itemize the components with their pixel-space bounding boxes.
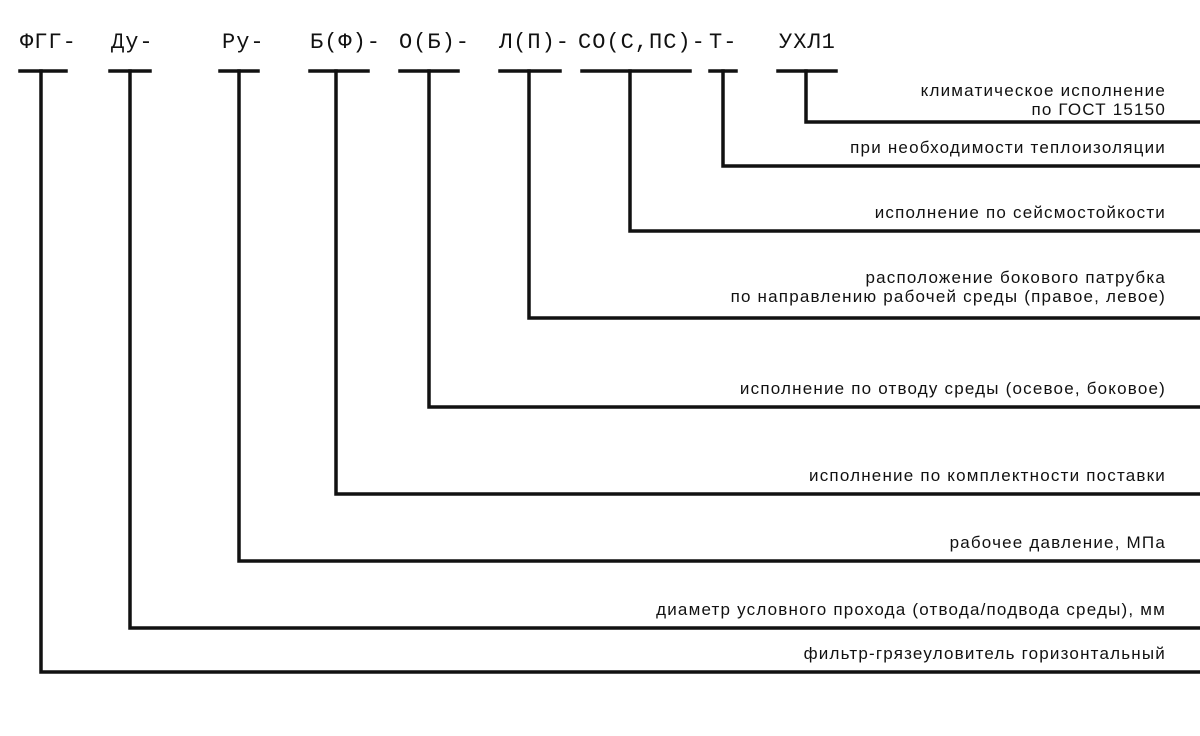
desc-nozzle-line2: по направлению рабочей среды (правое, ле… [730, 287, 1166, 306]
leader-lp [527, 69, 1200, 320]
leader-bf [334, 69, 1200, 496]
desc-nozzle-line1: расположение бокового патрубка [865, 268, 1166, 287]
leader-ru [237, 69, 1200, 563]
code-bf: Б(Ф)- [310, 30, 382, 55]
desc-outlet: исполнение по отводу среды (осевое, боко… [739, 379, 1166, 398]
code-fgg: ФГГ- [20, 30, 77, 55]
code-t: Т- [709, 30, 738, 55]
desc-nozzle: расположение бокового патрубка по направ… [731, 268, 1166, 306]
code-uhl: УХЛ1 [779, 30, 836, 55]
desc-climate-line1: климатическое исполнение [920, 81, 1166, 100]
desc-climate: климатическое исполнение по ГОСТ 15150 [921, 81, 1166, 119]
code-ru: Ру- [222, 30, 265, 55]
desc-filter: фильтр-грязеуловитель горизонтальный [803, 644, 1166, 663]
code-ob: О(Б)- [399, 30, 471, 55]
desc-climate-line2: по ГОСТ 15150 [1031, 100, 1166, 119]
leader-fgg [39, 69, 1200, 674]
leader-du [128, 69, 1200, 630]
code-du: Ду- [111, 30, 154, 55]
code-lp: Л(П)- [499, 30, 571, 55]
desc-delivery: исполнение по комплектности поставки [809, 466, 1166, 485]
desc-insulation: при необходимости теплоизоляции [850, 138, 1166, 157]
leader-so [628, 69, 1200, 233]
leader-ob [427, 69, 1200, 409]
code-so: СО(С,ПС)- [578, 30, 706, 55]
desc-diameter: диаметр условного прохода (отвода/подвод… [656, 600, 1166, 619]
leader-t [721, 69, 1200, 168]
leader-uhl [804, 69, 1200, 124]
desc-pressure: рабочее давление, МПа [949, 533, 1166, 552]
desc-seismic: исполнение по сейсмостойкости [874, 203, 1166, 222]
